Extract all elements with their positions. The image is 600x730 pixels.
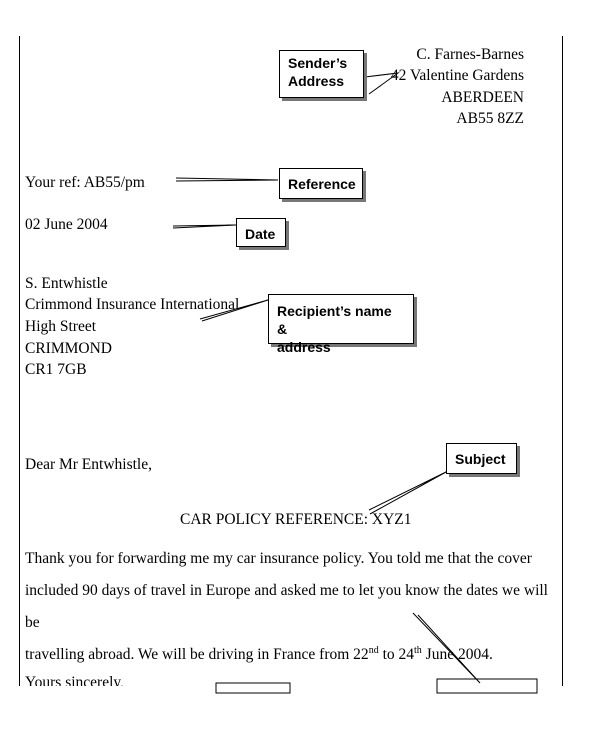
subject-line: CAR POLICY REFERENCE: XYZ1 <box>180 511 412 528</box>
body-line-2: included 90 days of travel in Europe and… <box>25 582 548 631</box>
body-line-1: Thank you for forwarding me my car insur… <box>25 550 532 567</box>
date-callout: Date <box>236 218 286 247</box>
recipient-postcode: CR1 7GB <box>25 361 87 378</box>
letter-date: 02 June 2004 <box>25 216 108 233</box>
salutation: Dear Mr Entwhistle, <box>25 456 152 473</box>
sender-street: 42 Valentine Gardens <box>390 67 524 84</box>
recipient-name: S. Entwhistle <box>25 275 108 292</box>
recipient-callout: Recipient’s name & address <box>268 294 414 355</box>
sender-address-callout: Sender’s Address <box>279 50 364 98</box>
page-border-left <box>19 36 20 686</box>
sender-postcode: AB55 8ZZ <box>456 110 524 127</box>
recipient-street: High Street <box>25 318 97 335</box>
subject-callout: Subject <box>446 443 517 474</box>
page-border-right <box>562 36 563 686</box>
sender-name: C. Farnes-Barnes <box>416 46 524 63</box>
closing-partial: Yours sincerely, <box>25 674 125 686</box>
recipient-town: CRIMMOND <box>25 340 112 357</box>
sender-city: ABERDEEN <box>441 89 524 106</box>
reference-callout: Reference <box>279 168 363 199</box>
recipient-company: Crimmond Insurance International <box>25 296 240 313</box>
body-paragraph: Thank you for forwarding me my car insur… <box>25 543 555 671</box>
body-line-3: travelling abroad. We will be driving in… <box>25 644 493 663</box>
reference-line: Your ref: AB55/pm <box>25 174 145 191</box>
